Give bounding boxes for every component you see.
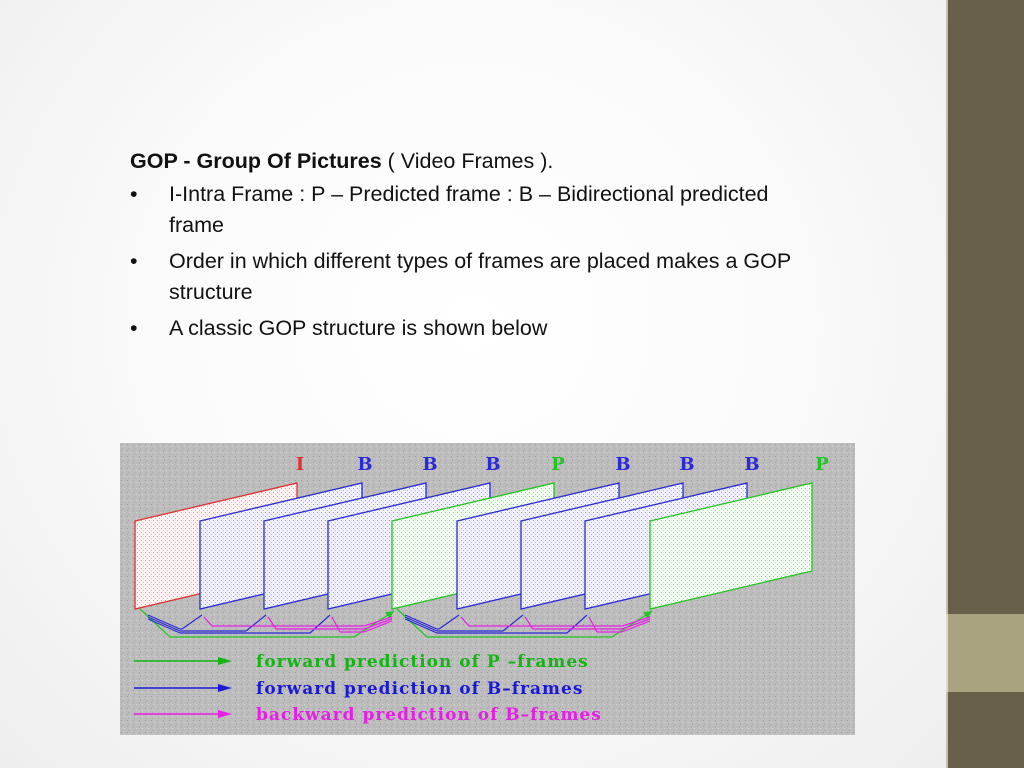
frame-type-label: B: [744, 454, 759, 475]
b-backward-prediction-arrow: [203, 616, 213, 627]
slide-title: GOP - Group Of Pictures ( Video Frames )…: [130, 146, 810, 177]
legend-label: forward prediction of P –frames: [256, 652, 589, 672]
frame-type-label: B: [357, 454, 372, 475]
title-plain-text: ( Video Frames ).: [381, 149, 554, 173]
p-forward-prediction-arrow: [396, 608, 428, 638]
b-backward-prediction-arrow: [621, 618, 651, 630]
bullet-mark: •: [130, 182, 138, 206]
b-backward-prediction-arrow: [363, 618, 393, 630]
b-backward-prediction-arrow: [621, 616, 651, 627]
b-backward-prediction-arrow: [363, 616, 393, 627]
b-forward-prediction-arrow: [404, 618, 438, 634]
bullet-item: • I-Intra Frame : P – Predicted frame : B…: [130, 179, 810, 241]
b-forward-prediction-arrow: [566, 614, 588, 634]
bullet-text: Order in which different types of frames…: [169, 249, 791, 304]
b-forward-prediction-arrow: [147, 618, 181, 634]
b-forward-prediction-arrow: [147, 614, 181, 630]
b-backward-prediction-arrow: [460, 616, 470, 627]
title-bold-text: GOP - Group Of Pictures: [130, 149, 382, 173]
frame-type-label: B: [679, 454, 694, 475]
b-forward-prediction-arrow: [404, 616, 438, 632]
b-forward-prediction-arrow: [502, 614, 524, 632]
frame-type-label: B: [615, 454, 630, 475]
slide-text: GOP - Group Of Pictures ( Video Frames )…: [130, 146, 810, 349]
legend-label: forward prediction of B–frames: [256, 679, 583, 699]
legend-label: backward prediction of B–frames: [256, 705, 602, 725]
legend-arrowhead: [218, 710, 232, 718]
gop-diagram: I B B B P B B B P forward prediction of P –frame…: [120, 443, 855, 735]
bullet-text: I-Intra Frame : P – Predicted frame : B …: [169, 182, 769, 237]
bullet-list: • I-Intra Frame : P – Predicted frame : B…: [130, 179, 810, 344]
bullet-item: • A classic GOP structure is shown below: [130, 313, 810, 344]
b-forward-prediction-arrow: [438, 614, 460, 630]
b-forward-prediction-arrow: [404, 614, 438, 630]
side-decor-bar-accent: [946, 614, 1024, 692]
frame-type-label: P: [815, 454, 829, 475]
b-forward-prediction-arrow: [181, 614, 203, 630]
p-forward-prediction-arrow: [139, 608, 171, 638]
b-backward-prediction-arrow: [267, 616, 277, 630]
b-backward-prediction-arrow: [588, 616, 598, 633]
frame-type-label: P: [551, 454, 565, 475]
side-decor-bar-top: [946, 0, 1024, 614]
b-backward-prediction-arrow: [331, 616, 341, 633]
bullet-text: A classic GOP structure is shown below: [169, 316, 548, 340]
b-backward-prediction-arrow: [524, 616, 534, 630]
bullet-mark: •: [130, 316, 138, 340]
side-decor-divider: [946, 0, 948, 768]
b-forward-prediction-arrow: [309, 614, 331, 634]
gop-diagram-svg: I B B B P B B B P forward prediction of P –frame…: [120, 443, 855, 735]
legend-arrowhead: [218, 684, 232, 692]
b-backward-prediction-arrow: [621, 620, 651, 633]
b-forward-prediction-arrow: [245, 614, 267, 632]
b-forward-prediction-arrow: [147, 616, 181, 632]
frame-type-label: B: [422, 454, 437, 475]
side-decor-bar-bottom: [946, 692, 1024, 768]
frame-type-label: I: [296, 454, 304, 475]
bullet-item: • Order in which different types of frame…: [130, 246, 810, 308]
bullet-mark: •: [130, 249, 138, 273]
p-forward-prediction-arrowhead: [643, 611, 652, 619]
b-backward-prediction-arrow: [363, 620, 393, 633]
p-forward-prediction-arrowhead: [385, 611, 394, 619]
frame-type-label: B: [485, 454, 500, 475]
video-frame-p: [649, 482, 813, 610]
legend-arrowhead: [218, 657, 232, 665]
